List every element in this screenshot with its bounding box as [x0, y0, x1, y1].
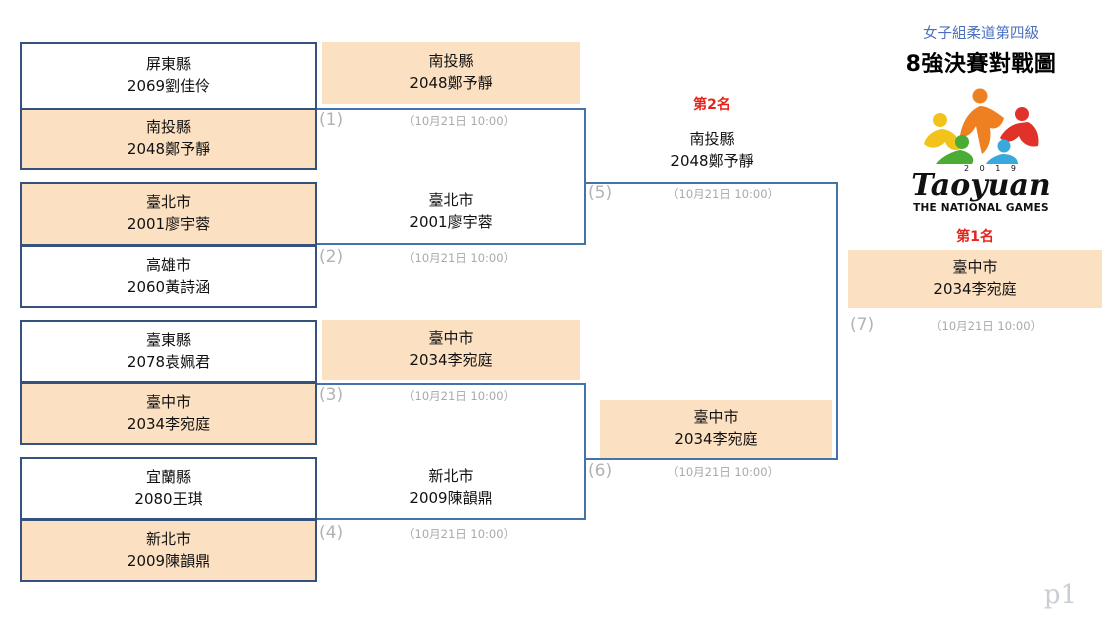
competitor-org: 臺北市	[145, 193, 191, 212]
competitor-athlete: 2048鄭予靜	[409, 74, 493, 92]
competitor-athlete: 2069劉佳伶	[126, 77, 211, 95]
logo-year-text: 2 0 1 9	[964, 164, 1020, 173]
semifinal-plate[interactable]: 臺中市 2034李宛庭	[600, 400, 832, 458]
games-figures-icon	[924, 88, 1039, 164]
semifinal-plate[interactable]: 南投縣 2048鄭予靜	[592, 122, 832, 180]
competitor-org: 南投縣	[428, 52, 474, 71]
taoyuan-games-logo: 2 0 1 9 Taoyuan THE NATIONAL GAMES	[900, 84, 1062, 214]
competitor-athlete: 2001廖宇蓉	[409, 213, 493, 231]
rank-1-label: 第1名	[956, 229, 994, 245]
competitor-org: 高雄市	[145, 255, 191, 274]
competitor-athlete: 2034李宛庭	[409, 351, 493, 369]
match-number-6: (6)	[588, 461, 613, 481]
round1-cell[interactable]: 宜蘭縣 2080王琪	[20, 457, 317, 520]
competitor-org: 南投縣	[689, 130, 735, 149]
logo-tagline: THE NATIONAL GAMES	[913, 202, 1049, 214]
match-datetime-6: （10月21日 10:00）	[667, 465, 780, 479]
match-number-3: (3)	[319, 385, 344, 405]
competitor-org: 新北市	[145, 529, 191, 548]
competitor-org: 南投縣	[145, 118, 191, 137]
competitor-athlete: 2009陳韻鼎	[409, 489, 493, 507]
competitor-athlete: 2009陳韻鼎	[126, 551, 211, 570]
competitor-org: 宜蘭縣	[145, 467, 191, 486]
match-datetime-1: （10月21日 10:00）	[403, 114, 516, 128]
competitor-athlete: 2060黃詩涵	[126, 277, 211, 296]
match-datetime-2: （10月21日 10:00）	[403, 251, 516, 265]
match-number-1: (1)	[319, 110, 344, 130]
page-title: 8強決賽對戰圖	[905, 52, 1057, 77]
competitor-org: 新北市	[428, 467, 474, 486]
competitor-athlete: 2048鄭予靜	[670, 152, 754, 170]
competitor-athlete: 2034李宛庭	[933, 280, 1017, 298]
page-subtitle: 女子組柔道第四級	[923, 26, 1039, 42]
round2-plate[interactable]: 新北市 2009陳韻鼎	[322, 458, 580, 518]
match-number-2: (2)	[319, 247, 344, 267]
round2-plate[interactable]: 臺北市 2001廖宇蓉	[322, 182, 580, 242]
competitor-org: 臺中市	[428, 329, 474, 348]
page-number: p1	[1043, 580, 1077, 610]
competitor-org: 臺中市	[693, 408, 739, 427]
round2-plate[interactable]: 南投縣 2048鄭予靜	[322, 42, 580, 104]
competitor-athlete: 2034李宛庭	[674, 430, 758, 448]
rank-2-label: 第2名	[693, 97, 731, 113]
round1-cell[interactable]: 臺中市 2034李宛庭	[20, 382, 317, 445]
match-datetime-3: （10月21日 10:00）	[403, 389, 516, 403]
competitor-org: 臺東縣	[145, 330, 191, 349]
round1-cell[interactable]: 南投縣 2048鄭予靜	[20, 108, 317, 170]
match-datetime-4: （10月21日 10:00）	[403, 527, 516, 541]
competitor-athlete: 2080王琪	[134, 489, 203, 508]
match-number-5: (5)	[588, 183, 613, 203]
round2-plate[interactable]: 臺中市 2034李宛庭	[322, 320, 580, 380]
round1-cell[interactable]: 臺北市 2001廖宇蓉	[20, 182, 317, 246]
match-number-7: (7)	[850, 315, 875, 335]
competitor-athlete: 2048鄭予靜	[126, 140, 211, 158]
competitor-athlete: 2001廖宇蓉	[126, 215, 211, 233]
match-datetime-5: （10月21日 10:00）	[667, 187, 780, 201]
competitor-org: 臺中市	[145, 392, 191, 411]
match-datetime-7: （10月21日 10:00）	[930, 319, 1043, 333]
competitor-org: 臺中市	[952, 258, 998, 277]
champion-plate[interactable]: 臺中市 2034李宛庭	[848, 250, 1102, 308]
round1-cell[interactable]: 臺東縣 2078袁姵君	[20, 320, 317, 383]
competitor-org: 屏東縣	[145, 55, 191, 74]
competitor-athlete: 2034李宛庭	[126, 414, 211, 433]
competitor-athlete: 2078袁姵君	[126, 352, 211, 371]
round1-cell[interactable]: 屏東縣 2069劉佳伶	[20, 42, 317, 110]
logo-wordmark: Taoyuan	[911, 168, 1051, 203]
match-number-4: (4)	[319, 523, 344, 543]
round1-cell[interactable]: 高雄市 2060黃詩涵	[20, 245, 317, 308]
competitor-org: 臺北市	[428, 191, 474, 210]
round1-cell[interactable]: 新北市 2009陳韻鼎	[20, 519, 317, 582]
